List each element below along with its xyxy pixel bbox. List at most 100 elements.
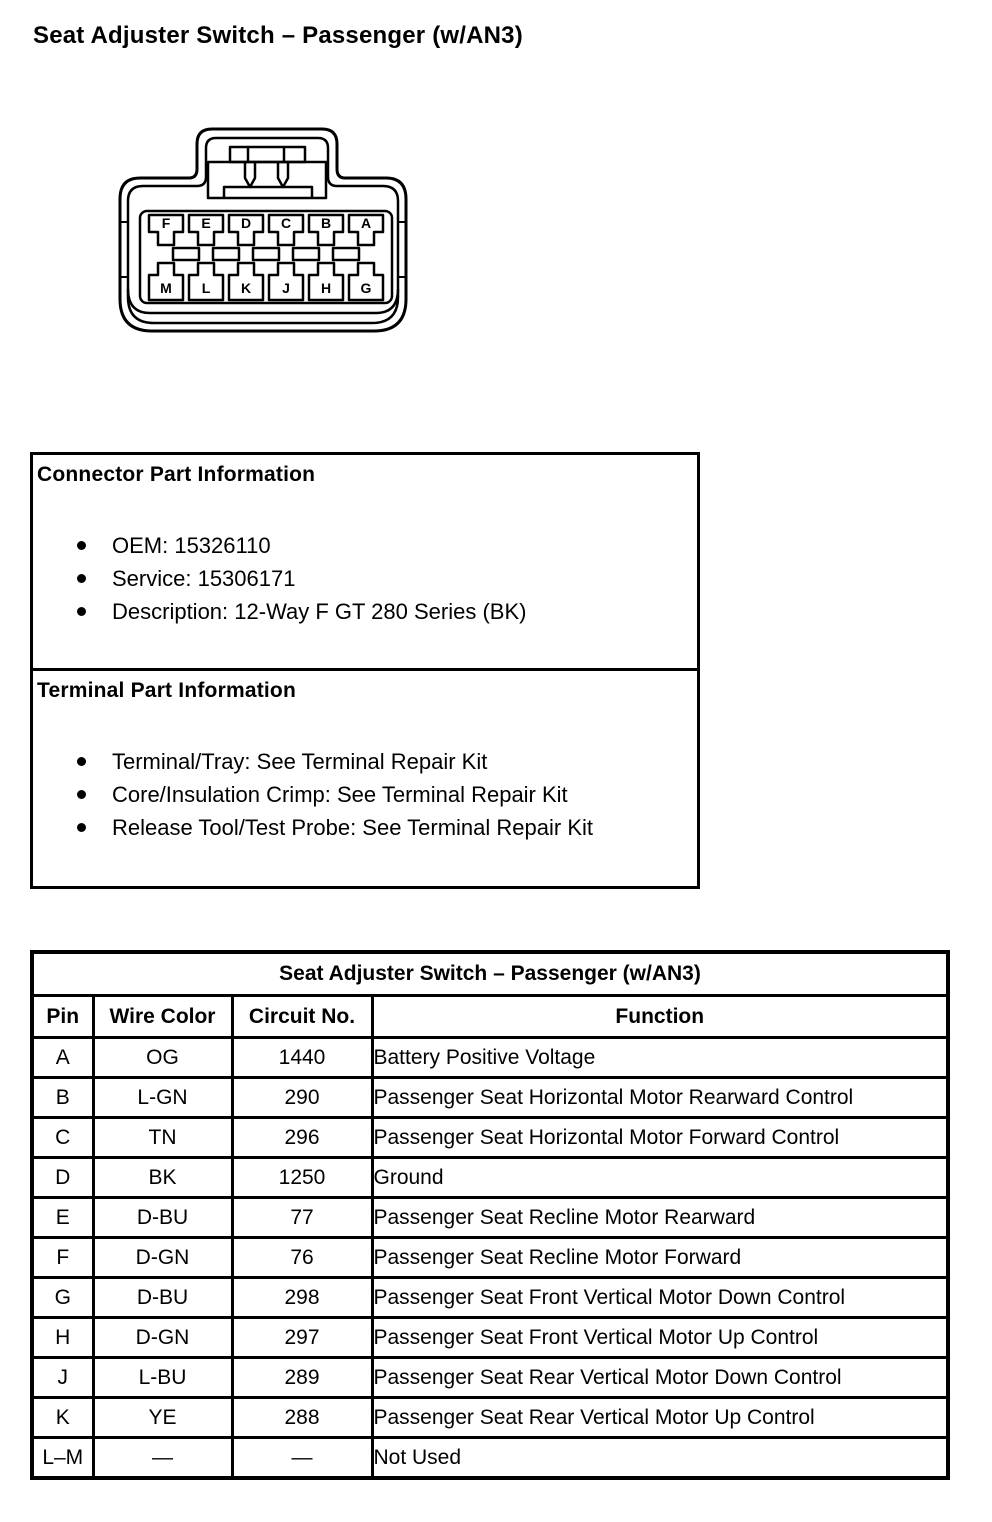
bullet-icon (77, 541, 86, 550)
circuit-no-cell: 1250 (230, 1156, 374, 1199)
table-row: H D-GN 297 Passenger Seat Front Vertical… (30, 1316, 950, 1359)
function-cell: Ground (370, 1156, 950, 1199)
table-row: L–M — — Not Used (30, 1436, 950, 1480)
function-cell: Passenger Seat Horizontal Motor Forward … (370, 1116, 950, 1159)
wire-color-cell: L-BU (91, 1356, 234, 1399)
table-row: E D-BU 77 Passenger Seat Recline Motor R… (30, 1196, 950, 1239)
circuit-no-cell: — (230, 1436, 374, 1480)
pin-cavity-g (347, 261, 385, 302)
connector-bottom-rim (126, 288, 400, 315)
column-header-function: Function (370, 994, 950, 1039)
bullet-icon (77, 823, 86, 832)
table-row: J L-BU 289 Passenger Seat Rear Vertical … (30, 1356, 950, 1399)
pin-label-bottom: L (202, 280, 211, 296)
pin-label-top: D (241, 215, 251, 231)
connector-diagram: F E D C B A M L K J H G (118, 127, 408, 333)
table-title: Seat Adjuster Switch – Passenger (w/AN3) (30, 950, 950, 997)
pin-cell: C (30, 1116, 95, 1159)
list-item-text: Release Tool/Test Probe: See Terminal Re… (112, 815, 593, 840)
table-row: F D-GN 76 Passenger Seat Recline Motor F… (30, 1236, 950, 1279)
circuit-no-cell: 288 (230, 1396, 374, 1439)
wire-color-cell: D-GN (91, 1236, 234, 1279)
circuit-no-cell: 76 (230, 1236, 374, 1279)
pin-cavity-b (307, 213, 345, 247)
table-row: A OG 1440 Battery Positive Voltage (30, 1036, 950, 1079)
table-title-row: Seat Adjuster Switch – Passenger (w/AN3) (30, 950, 950, 997)
function-cell: Passenger Seat Rear Vertical Motor Up Co… (370, 1396, 950, 1439)
terminal-part-info-heading: Terminal Part Information (37, 679, 296, 702)
pin-field (138, 209, 394, 305)
pin-label-bottom: K (241, 280, 251, 296)
pin-cell: L–M (30, 1436, 95, 1480)
column-header-pin: Pin (30, 994, 95, 1039)
lock-tab-step (222, 185, 314, 198)
pin-cavity-k (227, 261, 265, 302)
wire-color-cell: D-BU (91, 1196, 234, 1239)
pinout-table: Seat Adjuster Switch – Passenger (w/AN3)… (30, 950, 950, 1480)
terminal-slot (171, 246, 201, 262)
column-header-circuit-no: Circuit No. (230, 994, 374, 1039)
pin-label-bottom: M (160, 280, 172, 296)
function-cell: Passenger Seat Front Vertical Motor Down… (370, 1276, 950, 1319)
pin-label-bottom: J (282, 280, 290, 296)
pin-cavity-a (347, 213, 385, 247)
function-cell: Passenger Seat Front Vertical Motor Up C… (370, 1316, 950, 1359)
circuit-no-cell: 296 (230, 1116, 374, 1159)
wire-color-cell: — (91, 1436, 234, 1480)
function-cell: Passenger Seat Rear Vertical Motor Down … (370, 1356, 950, 1399)
connector-inner-shell (126, 136, 400, 325)
table-row: C TN 296 Passenger Seat Horizontal Motor… (30, 1116, 950, 1159)
pin-label-top: B (321, 215, 331, 231)
pin-label-top: F (162, 215, 171, 231)
pin-label-bottom: G (361, 280, 372, 296)
pin-cell: G (30, 1276, 95, 1319)
connector-part-info-list: OEM: 15326110 Service: 15306171 Descript… (37, 532, 693, 631)
pin-cell: K (30, 1396, 95, 1439)
terminal-slot (331, 246, 361, 262)
pin-label-top: A (361, 215, 371, 231)
wire-color-cell: YE (91, 1396, 234, 1439)
table-row: K YE 288 Passenger Seat Rear Vertical Mo… (30, 1396, 950, 1439)
list-item: Description: 12-Way F GT 280 Series (BK) (37, 598, 693, 631)
list-item: Release Tool/Test Probe: See Terminal Re… (37, 814, 693, 847)
pin-cavity-d (227, 213, 265, 247)
pin-cell: D (30, 1156, 95, 1199)
terminal-part-info-list: Terminal/Tray: See Terminal Repair Kit C… (37, 748, 693, 847)
bullet-icon (77, 757, 86, 766)
part-information-box: Connector Part Information OEM: 15326110… (30, 452, 700, 889)
pin-label-top: E (201, 215, 210, 231)
circuit-no-cell: 290 (230, 1076, 374, 1119)
pin-cavity-e (187, 213, 225, 247)
connector-part-info-heading: Connector Part Information (37, 463, 316, 486)
list-item: OEM: 15326110 (37, 532, 693, 565)
bullet-icon (77, 574, 86, 583)
pin-cell: B (30, 1076, 95, 1119)
terminal-slot (251, 246, 281, 262)
list-item: Terminal/Tray: See Terminal Repair Kit (37, 748, 693, 781)
list-item-text: OEM: 15326110 (112, 533, 271, 558)
pin-cell: A (30, 1036, 95, 1079)
list-item-text: Terminal/Tray: See Terminal Repair Kit (112, 749, 488, 774)
connector-part-info-section: Connector Part Information OEM: 15326110… (33, 455, 697, 671)
list-item-text: Description: 12-Way F GT 280 Series (BK) (112, 599, 527, 624)
function-cell: Passenger Seat Recline Motor Forward (370, 1236, 950, 1279)
pin-cavity-h (307, 261, 345, 302)
pin-cavity-f (147, 213, 185, 247)
wire-color-cell: L-GN (91, 1076, 234, 1119)
function-cell: Passenger Seat Horizontal Motor Rearward… (370, 1076, 950, 1119)
circuit-no-cell: 297 (230, 1316, 374, 1359)
pin-cell: F (30, 1236, 95, 1279)
terminal-part-info-section: Terminal Part Information Terminal/Tray:… (33, 671, 697, 886)
pin-cavity-c (267, 213, 305, 247)
list-item-text: Core/Insulation Crimp: See Terminal Repa… (112, 782, 568, 807)
function-cell: Passenger Seat Recline Motor Rearward (370, 1196, 950, 1239)
pin-cavity-m (147, 261, 185, 302)
page-title: Seat Adjuster Switch – Passenger (w/AN3) (33, 22, 523, 49)
lock-tab-cap-dividers (246, 147, 286, 162)
list-item-text: Service: 15306171 (112, 566, 296, 591)
pin-label-top: C (281, 215, 291, 231)
wire-color-cell: BK (91, 1156, 234, 1199)
function-cell: Not Used (370, 1436, 950, 1480)
pin-cell: E (30, 1196, 95, 1239)
